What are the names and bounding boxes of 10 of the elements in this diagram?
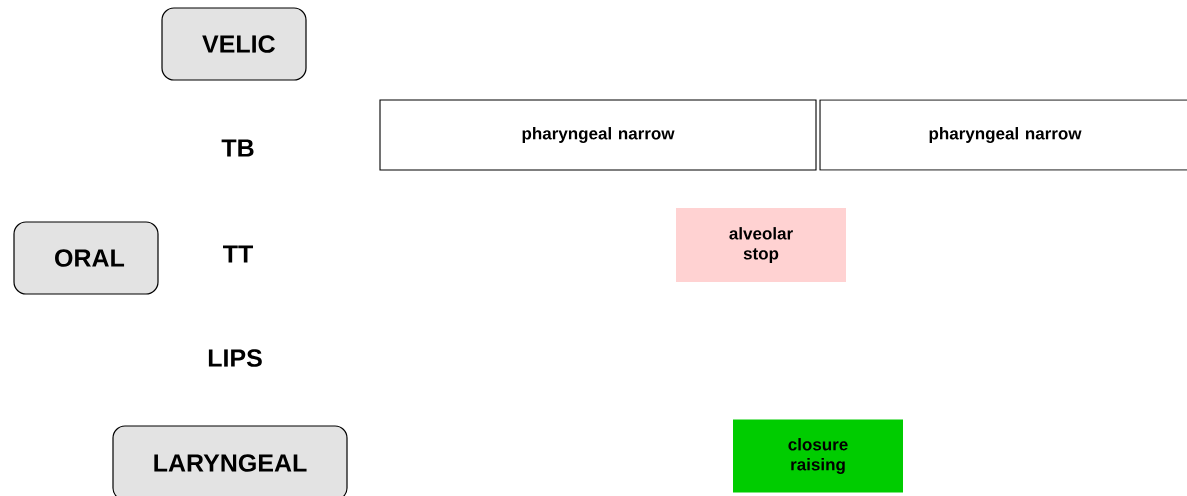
gesture-box: pharyngeal narrow: [819, 99, 1187, 171]
tier-label: LIPS: [208, 349, 262, 367]
tract-box: ORAL: [13, 221, 159, 295]
gesture-box: alveolar stop: [676, 208, 846, 282]
tier-label: TB: [221, 139, 254, 157]
gesture-box: closure raising: [733, 419, 903, 493]
tier-label: TT: [223, 245, 253, 263]
tract-box: VELIC: [161, 7, 307, 81]
gesture-box: pharyngeal narrow: [379, 99, 817, 171]
tract-box: LARYNGEAL: [112, 425, 348, 496]
